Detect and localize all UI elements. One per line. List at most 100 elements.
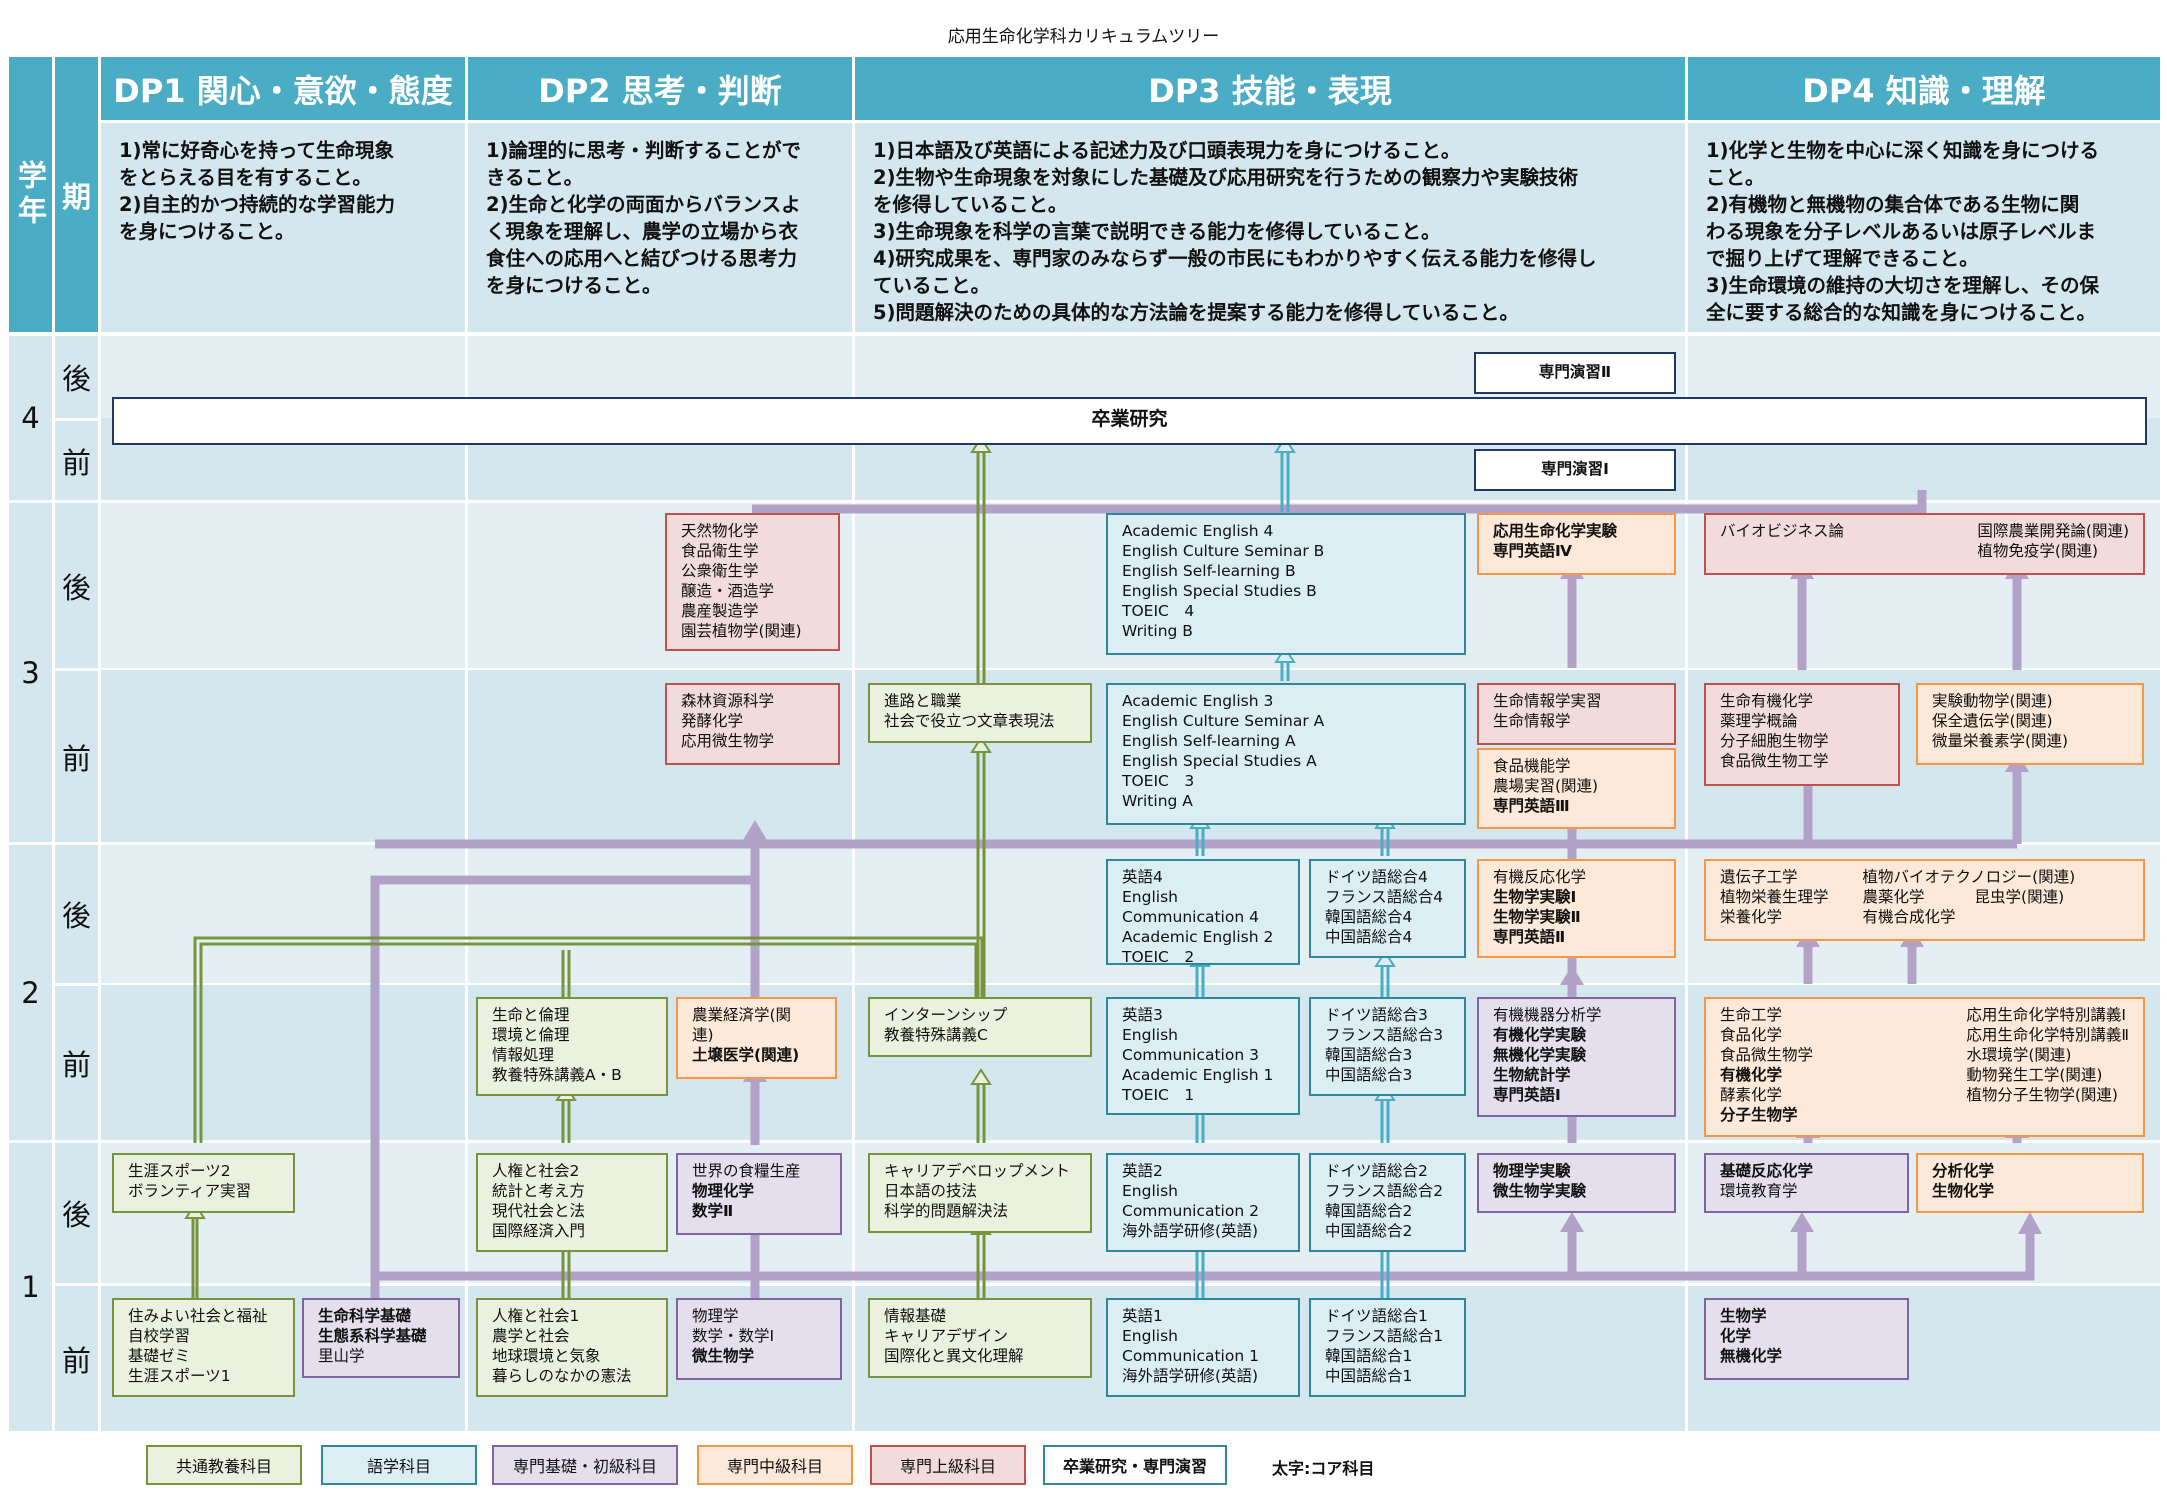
term-y1-early: 前: [55, 1286, 98, 1431]
second-language-4-box: ドイツ語総合4 フランス語総合4 韓国語総合4 中国語総合4: [1309, 859, 1466, 958]
course: Communication 1: [1122, 1347, 1259, 1365]
course: ドイツ語総合1: [1325, 1307, 1428, 1325]
seminar-1: 専門演習Ⅰ: [1541, 460, 1609, 478]
basic-y2-early-box: 有機機器分析学 有機化学実験 無機化学実験 生物統計学 専門英語Ⅰ: [1477, 997, 1676, 1117]
dp3-line: を修得していること。: [873, 193, 1068, 216]
dp4-line: 2)有機物と無機物の集合体である生物に関: [1706, 193, 2080, 216]
course: 生物学実験Ⅱ: [1493, 908, 1581, 926]
dp3-line: 4)研究成果を、専門家のみならず一般の市民にもわかりやすく伝える能力を修得し: [873, 247, 1597, 270]
advanced-y3-late-box: 天然物化学 食品衛生学 公衆衛生学 醸造・酒造学 農産製造学 園芸植物学(関連): [665, 513, 840, 651]
course: 有機反応化学: [1493, 868, 1587, 886]
legend-core-note: 太字:コア科目: [1272, 1459, 1375, 1478]
course: TOEIC 4: [1122, 602, 1195, 620]
course: 教養特殊講義A・B: [492, 1066, 622, 1084]
course: 連): [692, 1026, 714, 1044]
course: 保全遺伝学(関連): [1932, 712, 2053, 730]
graduation-research: 卒業研究: [1091, 408, 1168, 430]
course: TOEIC 1: [1122, 1086, 1195, 1104]
course: English: [1122, 1327, 1178, 1345]
course: 植物バイオテクノロジー(関連): [1862, 868, 2076, 886]
column-divider: [1685, 336, 1688, 1431]
dp1-line: 2)自主的かつ持続的な学習能力: [119, 193, 395, 216]
dp4-title: DP4 知識・理解: [1688, 57, 2160, 120]
course: 統計と考え方: [492, 1182, 586, 1200]
dp2-line: きること。: [486, 166, 584, 189]
common-y1-early-a-box: 住みよい社会と福祉 自校学習 基礎ゼミ 生涯スポーツ1: [112, 1298, 295, 1397]
course: 現代社会と法: [492, 1202, 586, 1220]
dp4-line: 全に要する総合的な知識を身につけること。: [1706, 301, 2097, 324]
course: 生物化学: [1932, 1182, 1995, 1200]
course: 基礎反応化学: [1720, 1162, 1814, 1180]
course: キャリアデザイン: [884, 1327, 1009, 1345]
course: 韓国語総合1: [1325, 1347, 1413, 1365]
course: Writing A: [1122, 792, 1193, 810]
dp2-line: 1)論理的に思考・判断することがで: [486, 139, 801, 162]
dp1-description: 1)常に好奇心を持って生命現象 をとらえる目を有すること。 2)自主的かつ持続的…: [101, 123, 465, 332]
seminar-2: 専門演習Ⅱ: [1538, 363, 1612, 381]
course: ドイツ語総合4: [1325, 868, 1428, 886]
course: English Self-learning A: [1122, 732, 1296, 750]
course: English Culture Seminar A: [1122, 712, 1325, 730]
intermediate-dp4-y1-late-box: 分析化学 生物化学: [1916, 1153, 2144, 1213]
course: English Special Studies B: [1122, 582, 1317, 600]
course: 土壌医学(関連): [692, 1046, 800, 1064]
dp3-title: DP3 技能・表現: [855, 57, 1685, 120]
course: キャリアデベロップメント: [884, 1162, 1071, 1180]
course: フランス語総合4: [1325, 888, 1444, 906]
course: 専門英語Ⅳ: [1493, 542, 1573, 560]
dp2-description: 1)論理的に思考・判断することがで きること。 2)生命と化学の両面からバランス…: [468, 123, 852, 332]
common-y2-early-box: 生命と倫理 環境と倫理 情報処理 教養特殊講義A・B: [476, 997, 668, 1096]
course: Academic English 1: [1122, 1066, 1274, 1084]
course: 有機合成化学: [1862, 908, 1956, 926]
course: 醸造・酒造学: [681, 582, 775, 600]
term-y2-late: 後: [55, 845, 98, 983]
dp4-line: 1)化学と生物を中心に深く知識を身につける: [1706, 139, 2099, 162]
course: 農業経済学(関: [692, 1006, 792, 1024]
course: 有機化学実験: [1493, 1026, 1587, 1044]
course: 生物学: [1720, 1307, 1767, 1325]
column-divider: [852, 336, 855, 1431]
term-header-label: 期: [61, 179, 91, 214]
term-y1-late: 後: [55, 1143, 98, 1283]
course: 公衆衛生学: [681, 562, 759, 580]
english-3-box: 英語3 English Communication 3 Academic Eng…: [1106, 997, 1300, 1115]
second-language-1-box: ドイツ語総合1 フランス語総合1 韓国語総合1 中国語総合1: [1309, 1298, 1466, 1397]
course: TOEIC 2: [1122, 948, 1195, 966]
dp1-title: DP1 関心・意欲・態度: [101, 57, 465, 120]
course: 基礎ゼミ: [128, 1347, 191, 1365]
legend-basic: 専門基礎・初級科目: [492, 1445, 678, 1485]
course: 応用微生物学: [681, 732, 775, 750]
second-language-3-box: ドイツ語総合3 フランス語総合3 韓国語総合3 中国語総合3: [1309, 997, 1466, 1096]
course: 応用生命化学特別講義Ⅰ: [1966, 1006, 2126, 1024]
course: 環境教育学: [1720, 1182, 1798, 1200]
course: ドイツ語総合2: [1325, 1162, 1428, 1180]
course: 昆虫学(関連): [1974, 888, 2065, 906]
course: English Culture Seminar B: [1122, 542, 1325, 560]
dp3-line: 5)問題解決のための具体的な方法論を提案する能力を修得していること。: [873, 301, 1519, 324]
legend-common: 共通教養科目: [146, 1445, 302, 1485]
dp2-line: を身につけること。: [486, 274, 662, 297]
course: English: [1122, 888, 1178, 906]
course: 天然物化学: [681, 522, 759, 540]
course: 世界の食糧生産: [692, 1162, 801, 1180]
course: 食品機能学: [1493, 757, 1571, 775]
course: 食品衛生学: [681, 542, 759, 560]
course: 情報基礎: [884, 1307, 947, 1325]
dp1-line: 1)常に好奇心を持って生命現象: [119, 139, 395, 162]
basic-dp4-y1-late-box: 基礎反応化学 環境教育学: [1704, 1153, 1909, 1213]
course: 専門英語Ⅲ: [1493, 797, 1570, 815]
legend-advanced: 専門上級科目: [870, 1445, 1026, 1485]
seminar-1-box: 専門演習Ⅰ: [1474, 449, 1676, 491]
course: 園芸植物学(関連): [681, 622, 802, 640]
diagram-title: 応用生命化学科カリキュラムツリー: [947, 27, 1220, 47]
green-arrowheads: [184, 436, 992, 1235]
dp1-line: を身につけること。: [119, 220, 295, 243]
course: 環境と倫理: [492, 1026, 570, 1044]
common-y1-late-c-box: キャリアデベロップメント 日本語の技法 科学的問題解決法: [868, 1153, 1092, 1233]
english-2-box: 英語2 English Communication 2 海外語学研修(英語): [1106, 1153, 1300, 1252]
course: 海外語学研修(英語): [1122, 1367, 1259, 1385]
course: 植物分子生物学(関連): [1966, 1086, 2118, 1104]
course: 無機化学実験: [1493, 1046, 1587, 1064]
course: 農産製造学: [681, 602, 759, 620]
english-y3-early-box: Academic English 3 English Culture Semin…: [1106, 683, 1466, 825]
